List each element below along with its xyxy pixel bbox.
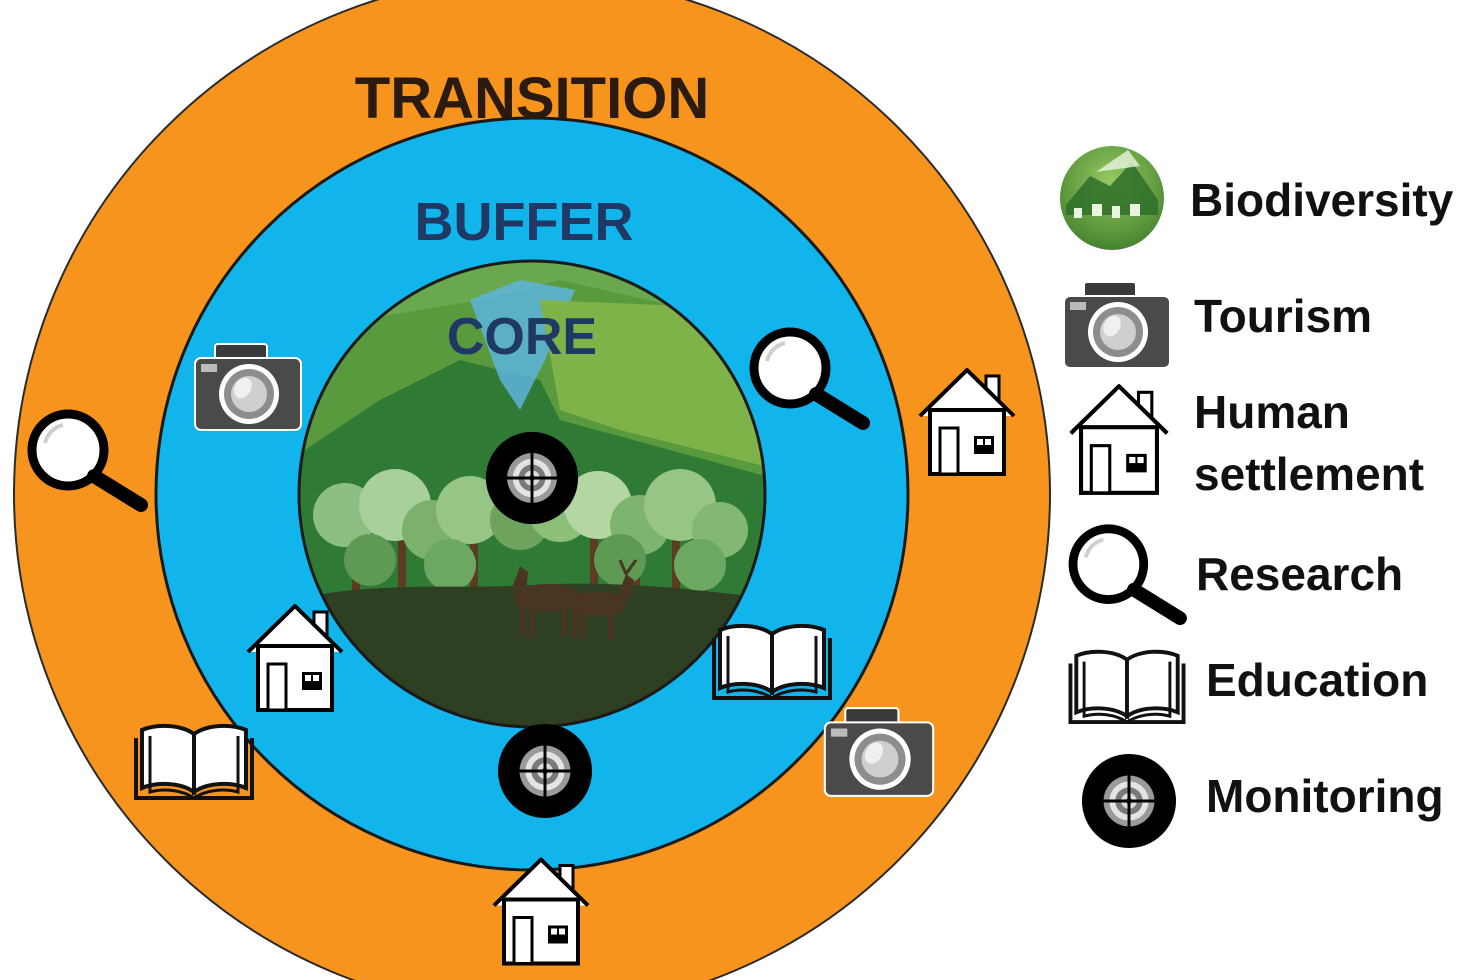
camera-icon [1063, 281, 1171, 369]
legend-human-line2: settlement [1194, 448, 1425, 500]
target-icon [484, 430, 580, 526]
buffer-label: BUFFER [415, 192, 634, 252]
legend-biodiversity: Biodiversity [1190, 174, 1454, 226]
legend-tourism: Tourism [1194, 290, 1373, 342]
biodiversity-icon [1060, 146, 1164, 250]
legend-research: Research [1196, 548, 1404, 600]
legend-human-line1: Human [1194, 386, 1350, 438]
house-icon [1071, 386, 1167, 493]
transition-label: TRANSITION [355, 66, 709, 131]
core-label: CORE [447, 308, 597, 366]
target-icon [1080, 752, 1178, 850]
magnifier-icon [1073, 529, 1180, 618]
book-icon [1070, 652, 1183, 722]
legend-education: Education [1206, 654, 1429, 706]
target-icon [496, 722, 594, 820]
legend-monitoring: Monitoring [1206, 770, 1444, 822]
